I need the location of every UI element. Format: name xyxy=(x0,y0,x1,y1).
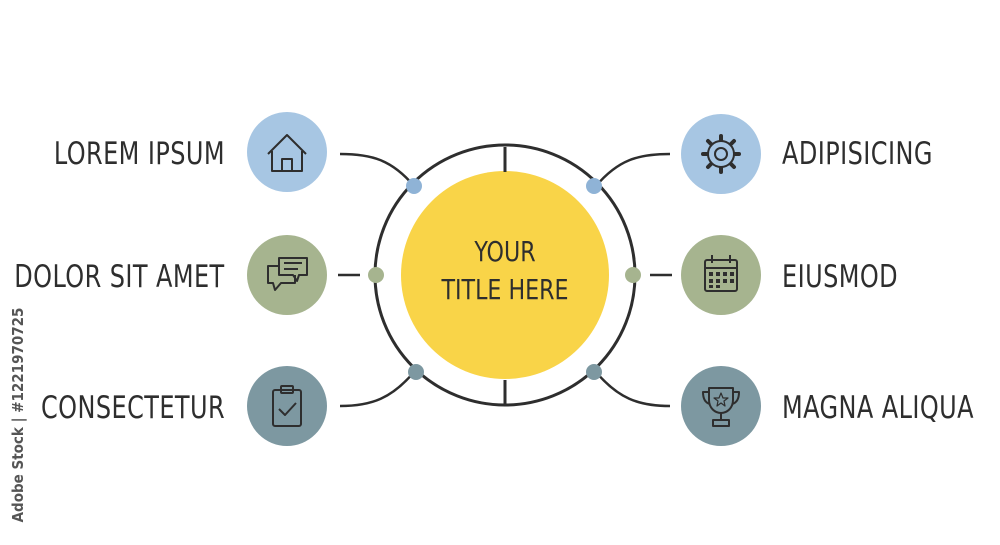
ring-dot-top-right xyxy=(586,178,602,194)
center-title-line-1: YOUR xyxy=(474,235,536,268)
item-circle-magna-aliqua xyxy=(681,366,761,446)
item-circle-consectetur xyxy=(247,366,327,446)
ring-dot-left xyxy=(368,267,384,283)
label-lorem-ipsum: LOREM IPSUM xyxy=(53,136,225,172)
center-circle xyxy=(401,171,609,379)
chat-bubbles-icon xyxy=(267,257,308,291)
calendar-icon xyxy=(704,255,738,292)
center-title: YOUR TITLE HERE xyxy=(417,233,593,309)
ring-dot-top-left xyxy=(406,178,422,194)
item-circle-eiusmod xyxy=(681,235,761,315)
connector-adipisicing xyxy=(595,152,671,187)
clipboard-check-icon xyxy=(272,385,302,427)
ring-dot-bottom-right xyxy=(586,364,602,380)
item-circle-lorem-ipsum xyxy=(247,112,327,192)
label-adipisicing: ADIPISICING xyxy=(782,136,933,172)
connector-magna-aliqua xyxy=(595,371,671,408)
connector-consectetur xyxy=(339,371,415,408)
center-title-line-2: TITLE HERE xyxy=(441,273,569,306)
connector-lorem-ipsum xyxy=(339,152,415,187)
gear-icon xyxy=(701,134,741,174)
label-dolor-sit-amet: DOLOR SIT AMET xyxy=(14,259,225,295)
label-magna-aliqua: MAGNA ALIQUA xyxy=(782,390,975,426)
label-eiusmod: EIUSMOD xyxy=(782,259,899,295)
ring-dot-bottom-left xyxy=(408,364,424,380)
label-consectetur: CONSECTETUR xyxy=(40,390,225,426)
house-icon xyxy=(267,134,307,172)
ring-dot-right xyxy=(625,267,641,283)
stock-watermark-text: Adobe Stock | #1221970725 xyxy=(9,307,27,523)
stock-watermark: Adobe Stock | #1221970725 xyxy=(6,300,30,530)
item-circle-adipisicing xyxy=(681,114,761,194)
item-circle-dolor-sit-amet xyxy=(247,235,327,315)
trophy-icon xyxy=(702,387,740,427)
